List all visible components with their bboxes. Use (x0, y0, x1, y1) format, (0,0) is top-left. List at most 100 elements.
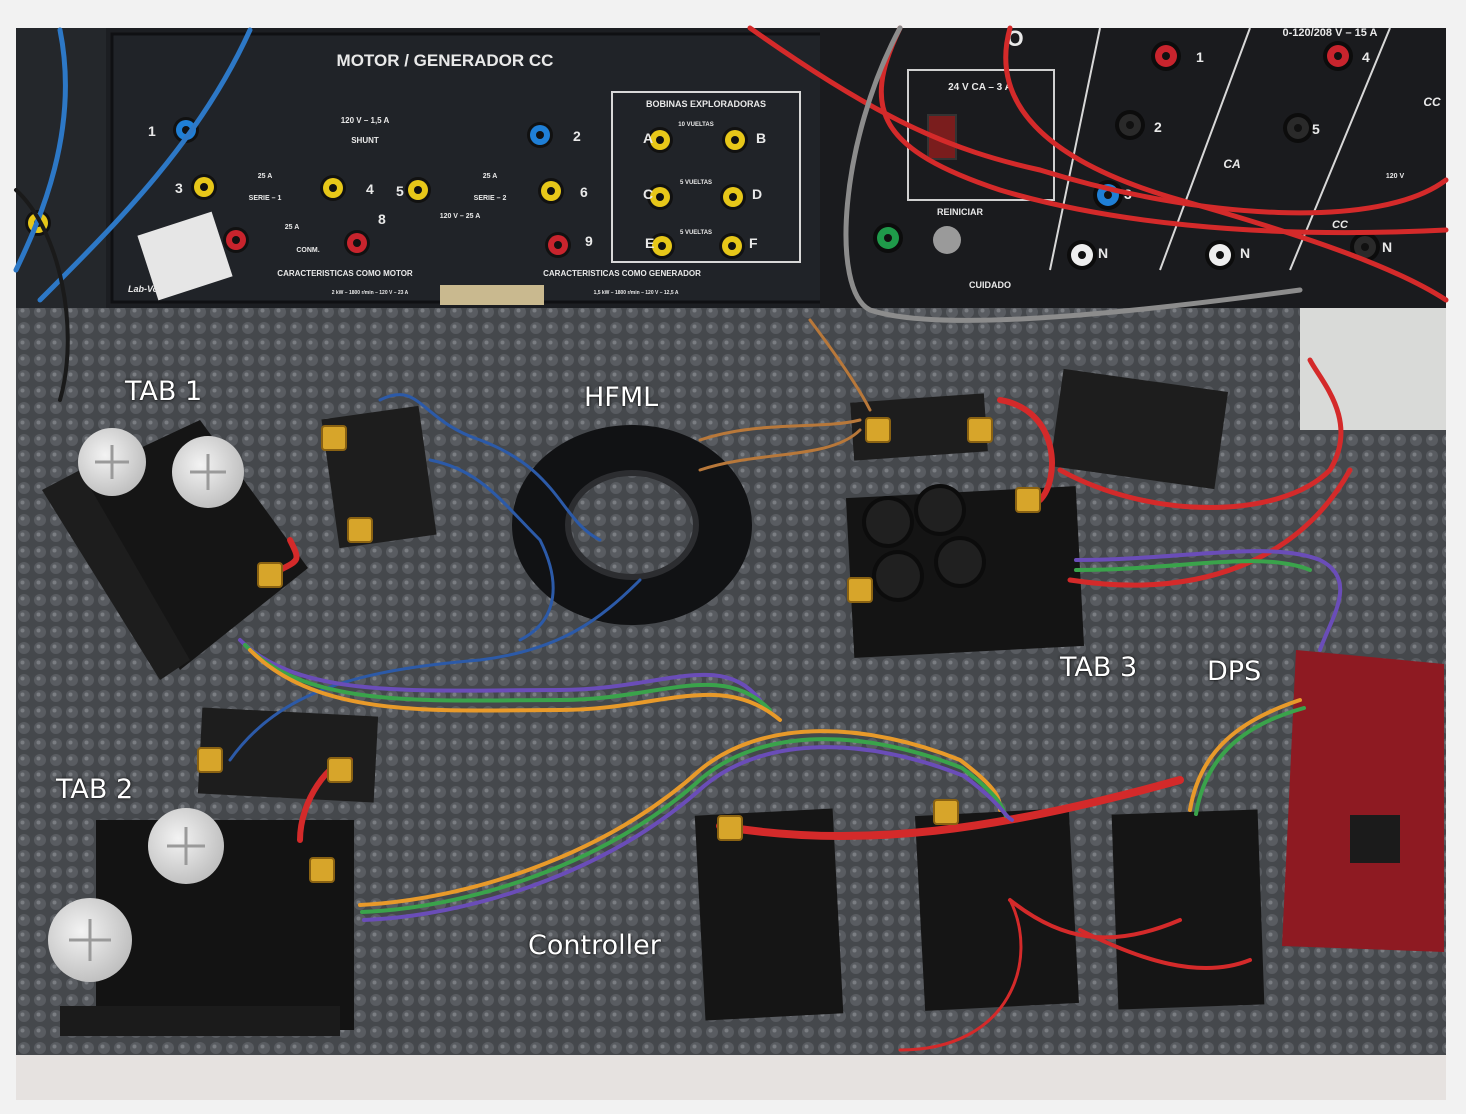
terminal-number: 1 (1196, 49, 1204, 65)
xt60-connector (257, 562, 283, 588)
controller-boards (694, 808, 1265, 1021)
terminal-number: 8 (378, 211, 386, 227)
wire (698, 418, 862, 442)
ac-label: CA (1223, 157, 1240, 171)
wire (1078, 928, 1252, 971)
wire (238, 638, 762, 702)
xt60-connector (321, 425, 347, 451)
caution-label: CUIDADO (969, 280, 1011, 290)
armature-rating: 120 V – 25 A (440, 213, 481, 220)
wire (13, 27, 68, 273)
terminal-number: B (756, 130, 766, 146)
wire (228, 578, 642, 762)
panel-title: MOTOR / GENERADOR CC (337, 51, 554, 70)
terminal-number: 1 (148, 123, 156, 139)
serie1-rating: 25 A (258, 173, 273, 180)
terminal-number: N (1240, 245, 1250, 261)
terminal-number: 2 (573, 128, 581, 144)
motor-generator-panel: MOTOR / GENERADOR CC 120 V – 1,5 A SHUNT… (16, 28, 836, 308)
wire (358, 729, 1002, 907)
xt60-connector (865, 417, 891, 443)
reset-label: REINICIAR (937, 207, 984, 217)
dps-board (1282, 650, 1444, 952)
brand-label: Lab-Volt (128, 284, 165, 294)
dc-range: 120 V (1386, 173, 1405, 180)
wire (1074, 559, 1312, 572)
motor-chars: CARACTERISTICAS COMO MOTOR (277, 269, 413, 278)
wire (898, 898, 1023, 1052)
coil2-label: 5 VUELTAS (680, 180, 712, 186)
xt60-connector (717, 815, 743, 841)
wire (1003, 25, 1449, 303)
terminal-number: 9 (585, 233, 593, 249)
terminal-number: 2 (1154, 119, 1162, 135)
top-range: 0-120/208 V – 15 A (1283, 27, 1378, 39)
hfml-label: HFML (584, 382, 659, 413)
xt60-connector (309, 857, 335, 883)
xt60-connector (327, 757, 353, 783)
xt60-connector (347, 517, 373, 543)
tab2-label: TAB 2 (56, 774, 134, 805)
coil3-label: 5 VUELTAS (680, 230, 712, 236)
wire (843, 25, 1303, 323)
wire (243, 643, 772, 712)
dc-label: CC (1332, 219, 1349, 231)
wire (716, 776, 1184, 841)
wire (997, 397, 1055, 503)
serie1-label: SERIE – 1 (249, 195, 282, 202)
tab3-label: TAB 3 (1060, 652, 1138, 683)
gen-spec: 1,5 kW – 1800 r/min – 120 V – 12,5 A (594, 290, 679, 296)
wire (277, 537, 300, 573)
terminal-number: 6 (580, 184, 588, 200)
wire (37, 27, 253, 303)
wire (747, 25, 1449, 216)
gen-chars: CARACTERISTICAS COMO GENERADOR (543, 269, 701, 278)
serie2-label: SERIE – 2 (474, 195, 507, 202)
wire (362, 745, 1014, 922)
wire (428, 458, 555, 642)
xt60-connector (1015, 487, 1041, 513)
wire (1188, 698, 1302, 812)
wiring (13, 25, 1449, 1052)
supply-rating: 24 V CA – 3 A (948, 82, 1012, 93)
tab1-label: TAB 1 (125, 376, 203, 407)
wire (1067, 467, 1353, 588)
serie2-rating: 25 A (483, 173, 498, 180)
xt60-connector (967, 417, 993, 443)
wire (360, 737, 1008, 914)
terminal-number: F (749, 235, 758, 251)
xt60-connector (933, 799, 959, 825)
comm-rating: 25 A (285, 224, 300, 231)
power-supply-panel: 24 V CA – 3 A REINICIAR CUIDADO 0-120/20… (820, 27, 1446, 308)
terminal-number: 3 (175, 180, 183, 196)
terminal-number: D (752, 186, 762, 202)
wire (378, 393, 602, 542)
wire (1194, 706, 1306, 816)
coil1-label: 10 VUELTAS (678, 122, 713, 128)
shunt-label: SHUNT (351, 136, 379, 145)
shunt-rating: 120 V – 1,5 A (341, 116, 390, 125)
wire (248, 648, 782, 722)
tab2-board (60, 820, 354, 1036)
dc-label-top: CC (1423, 95, 1441, 109)
comm-label: CONM. (296, 247, 319, 254)
controller-label: Controller (528, 930, 661, 961)
hfml-toroid (512, 425, 752, 625)
wire (1008, 898, 1182, 940)
terminal-number: N (1098, 245, 1108, 261)
dps-label: DPS (1207, 656, 1262, 687)
terminal-number: 4 (366, 181, 374, 197)
terminal-number: A (643, 130, 653, 146)
terminal-number: N (1382, 239, 1392, 255)
xt60-connector (197, 747, 223, 773)
terminal-number: 5 (396, 183, 404, 199)
terminal-number: 4 (1362, 49, 1370, 65)
wire (1057, 357, 1344, 510)
coils-title: BOBINAS EXPLORADORAS (646, 99, 766, 109)
xt60-connector (847, 577, 873, 603)
wire (14, 188, 70, 402)
capacitors (48, 428, 986, 982)
terminal-number: 5 (1312, 121, 1320, 137)
